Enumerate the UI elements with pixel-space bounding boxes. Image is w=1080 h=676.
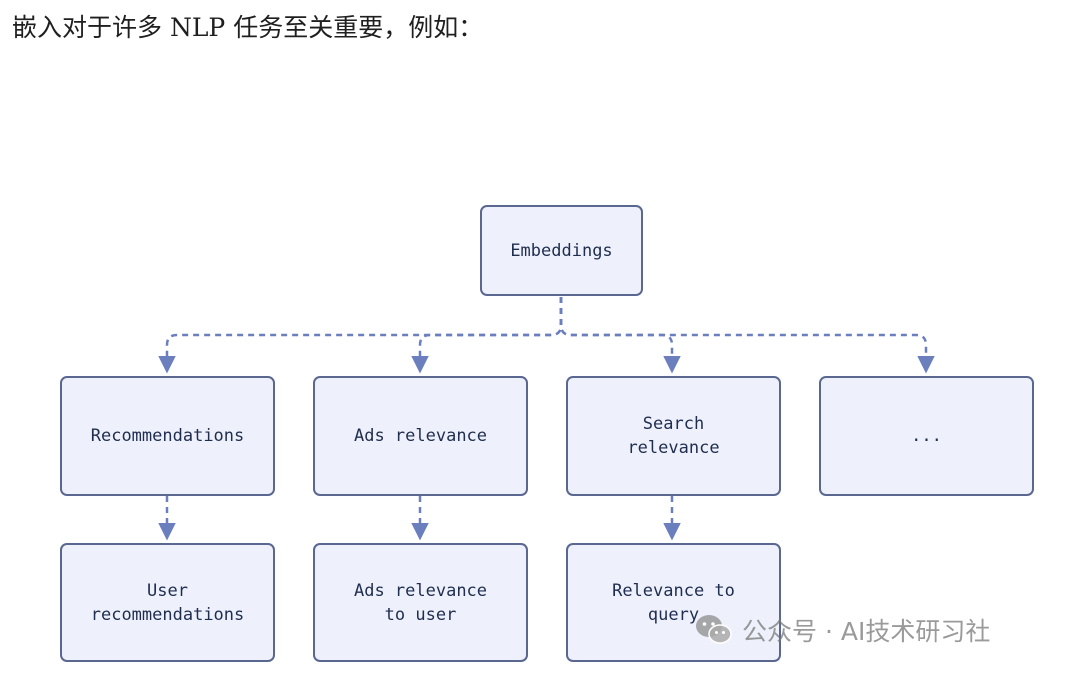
- node-relevance-to-query: Relevance to query: [566, 543, 781, 662]
- node-search-relevance: Search relevance: [566, 376, 781, 496]
- node-user-recommendations: User recommendations: [60, 543, 275, 662]
- node-ads-relevance-to-user: Ads relevance to user: [313, 543, 528, 662]
- connector-root-to-recommendations: [158, 297, 563, 374]
- watermark: 公众号 · AI技术研习社: [694, 612, 990, 648]
- node-recommendations: Recommendations: [60, 376, 275, 496]
- connector-root-to-ads-relevance: [411, 297, 563, 374]
- node-ellipsis: ...: [819, 376, 1034, 496]
- intro-text: 嵌入对于许多 NLP 任务至关重要，例如：: [12, 13, 484, 42]
- node-embeddings: Embeddings: [480, 205, 643, 296]
- connector-root-to-search-relevance: [559, 297, 681, 374]
- connector-root-to-ellipsis: [559, 297, 935, 374]
- node-ads-relevance: Ads relevance: [313, 376, 528, 496]
- watermark-text: 公众号 · AI技术研习社: [742, 617, 991, 646]
- wechat-icon: [696, 615, 732, 644]
